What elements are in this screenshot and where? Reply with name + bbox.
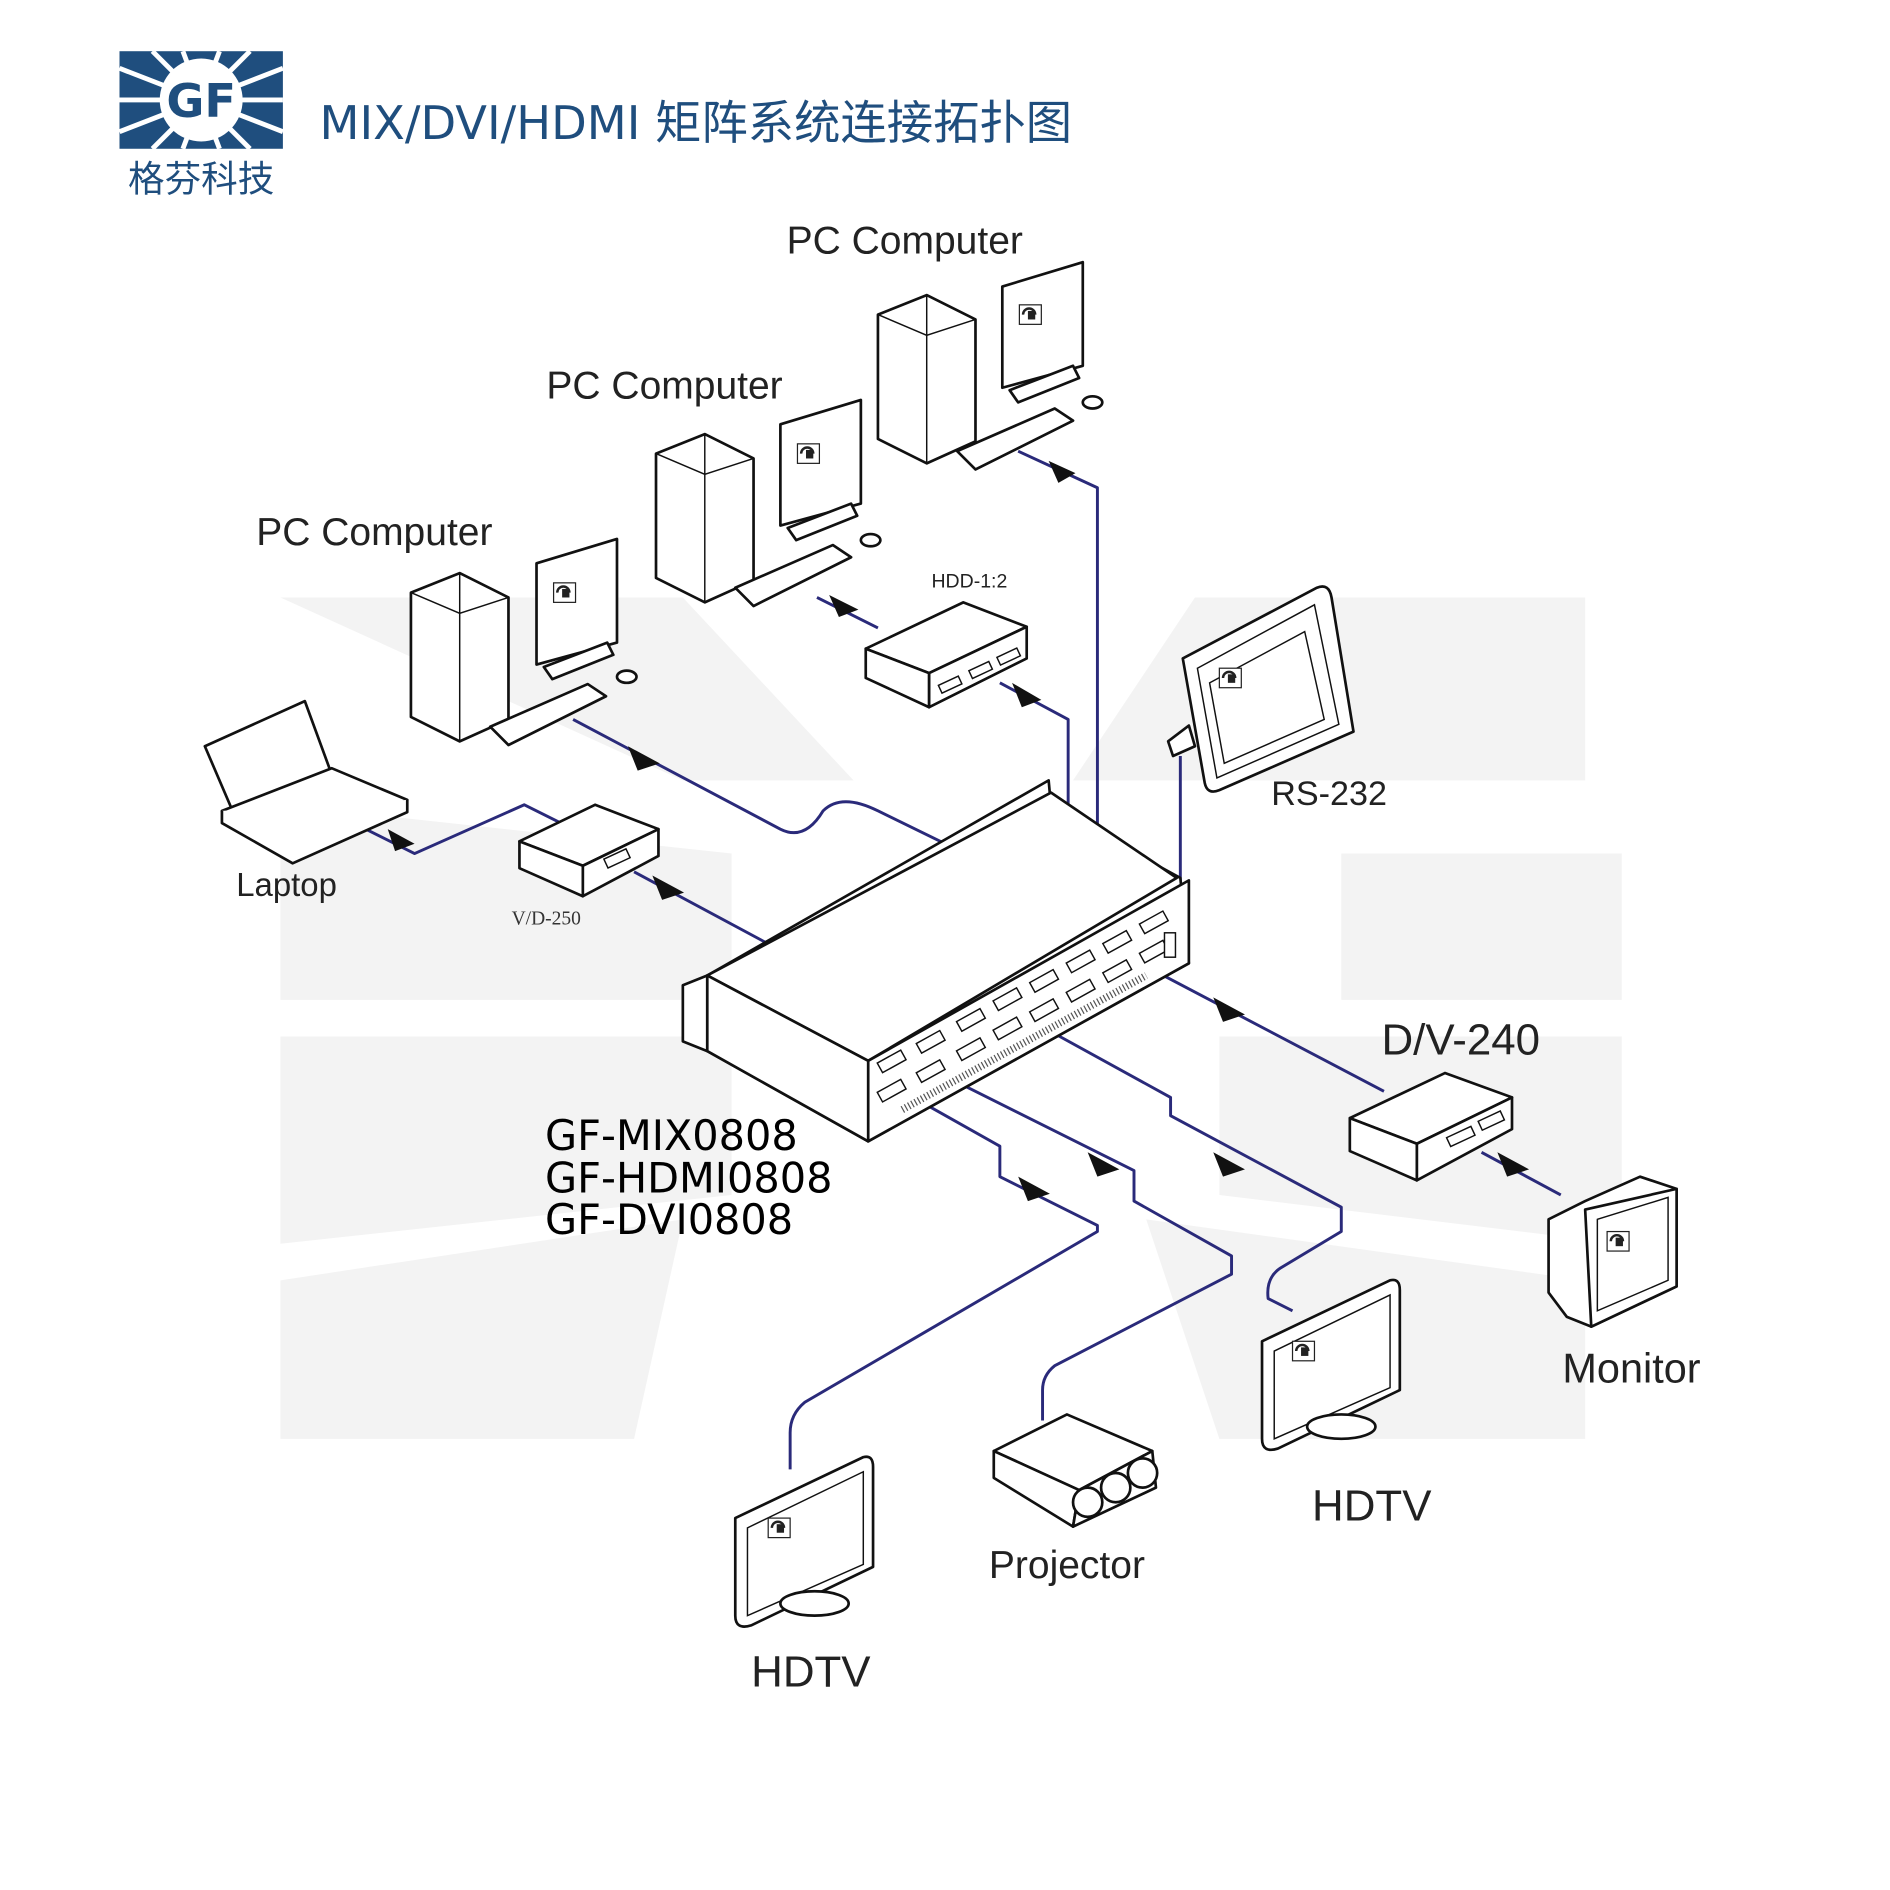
pc-computer-2: PC Computer [546,365,882,608]
arrow-icon [652,875,685,900]
vga-port-icon [1445,1125,1476,1148]
dv240-label: D/V-240 [1382,1016,1541,1065]
cable-dv240-to-monitor [1480,1151,1562,1197]
pc-computer-3: PC Computer [787,220,1104,471]
page-title: MIX/DVI/HDMI 矩阵系统连接拓扑图 [319,96,1072,150]
cables [365,449,1562,1470]
dvi-port-icon [937,675,963,695]
hdtv2-label: HDTV [1312,1482,1432,1531]
mouse-icon [1081,394,1104,410]
dvi-port-icon [995,647,1022,667]
arrow-icon [387,829,415,852]
cable-matrix-to-dv240 [1139,961,1385,1093]
touch-panel-icon [1181,585,1355,793]
company-logo: GF 格芬科技 [118,49,284,200]
signal-arrows [387,460,1530,1202]
lens-icon [1071,1486,1104,1519]
arrow-icon [1012,682,1042,708]
arrow-icon [1213,997,1245,1022]
arrow-icon [1213,1152,1245,1177]
mouse-icon [615,669,638,685]
lcd-monitor-icon [535,537,619,666]
lens-icon [1099,1471,1132,1504]
vd250-label: V/D-250 [512,908,581,929]
pc3-label: PC Computer [787,220,1023,263]
model-label-hdmi: GF-HDMI0808 [545,1155,832,1203]
dvi-port-icon [1477,1110,1506,1132]
cable-pc3-to-matrix [1017,449,1099,976]
pc2-label: PC Computer [546,365,782,408]
hdd-label: HDD-1:2 [931,571,1007,593]
mouse-icon [859,532,882,548]
arrow-icon [1087,1152,1120,1177]
model-label-mix: GF-MIX0808 [545,1112,798,1160]
projector-label: Projector [989,1544,1145,1587]
cable-matrix-to-projector [938,1071,1234,1421]
keyboard-icon [488,682,608,747]
model-label-dvi: GF-DVI0808 [545,1196,793,1244]
logo-company-name: 格芬科技 [128,157,274,200]
pc1-label: PC Computer [256,511,492,554]
hdtv1-label: HDTV [751,1647,871,1696]
laptop-label: Laptop [236,866,337,903]
hdtv-icon [733,1455,875,1628]
lcd-monitor-icon [1000,260,1085,390]
keyboard-icon [733,543,853,608]
rs232-label: RS-232 [1271,775,1387,813]
crt-monitor: Monitor [1547,1175,1701,1392]
arrow-icon [1048,460,1076,483]
arrow-icon [1497,1152,1530,1177]
arrow-icon [1018,1176,1050,1202]
dvi-port-icon [967,660,994,680]
power-socket-icon [1163,932,1177,958]
keyboard-icon [955,407,1075,471]
hdtv-2: HDTV [1260,1278,1432,1531]
cable-matrix-to-hdtv1 [788,1090,1099,1470]
hdtv-icon [1260,1278,1402,1452]
output-ports [876,910,1170,1103]
hdtv-1: HDTV [733,1455,875,1696]
arrow-icon [627,746,660,771]
laptop: Laptop [203,699,409,903]
pc-computer-1: PC Computer [256,511,638,747]
rack-ear [681,974,709,1053]
matrix-switcher: GF-MIX0808 GF-HDMI0808 GF-DVI0808 [545,779,1191,1244]
projector: Projector [989,1413,1159,1587]
lcd-monitor-icon [779,398,863,527]
arrow-icon [829,595,859,617]
converter-dv240: D/V-240 [1348,1016,1541,1182]
lens-icon [1126,1457,1159,1489]
crt-screen-frame [1583,1187,1678,1328]
touch-panel: RS-232 [1166,585,1387,813]
converter-vd250: V/D-250 [512,803,660,929]
logo-initials: GF [166,74,236,128]
vga-port-icon [602,847,632,869]
monitor-label: Monitor [1562,1345,1700,1392]
splitter-hdd: HDD-1:2 [864,571,1029,709]
cable-laptop-to-vd250 [365,803,562,856]
terminal-block [900,972,1148,1113]
cable-matrix-to-hdtv2 [1047,1029,1343,1313]
